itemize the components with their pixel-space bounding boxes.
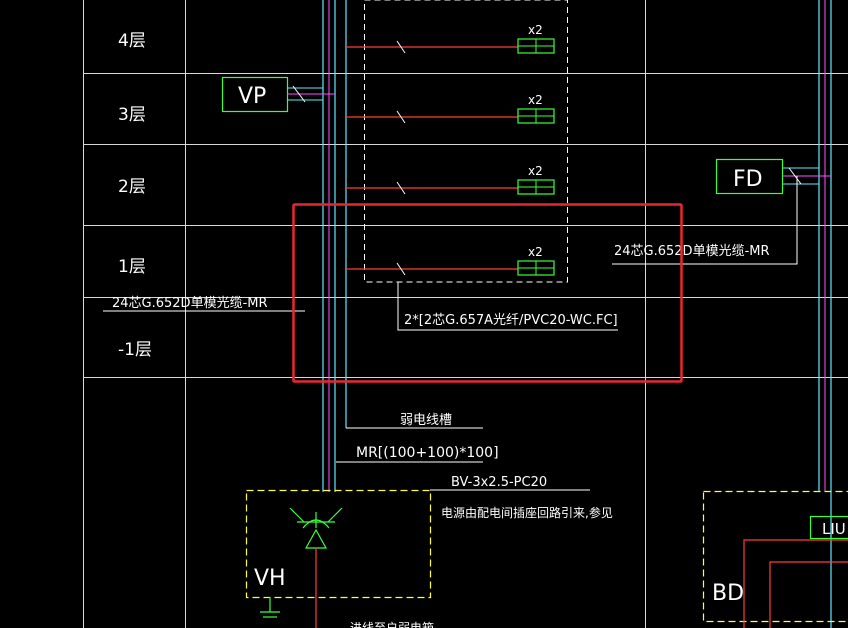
floor-label-3: 3层 [118, 105, 146, 125]
outlet-multiplier: x2 [528, 164, 543, 178]
right-backbone-label: 24芯G.652D单模光缆-MR [614, 243, 770, 259]
trunking-label: 弱电线槽 [400, 413, 452, 428]
outlet-multiplier: x2 [528, 245, 543, 259]
left-backbone-label: 24芯G.652D单模光缆-MR [112, 295, 268, 311]
floor-grid [83, 0, 848, 628]
trunking-note: 弱电线槽 MR[(100+100)*100] [336, 413, 499, 463]
vp-label: VP [238, 84, 266, 109]
floor-label-b1: -1层 [118, 340, 152, 360]
horizontal-cable-note: 2*[2芯G.657A光纤/PVC20-WC.FC] [397, 282, 618, 331]
highlight-rectangle [292, 203, 683, 383]
bottom-note: 进线至户弱电箱 [350, 620, 434, 628]
outlet-floor-2: x2 [346, 164, 555, 195]
fd-box[interactable]: FD [715, 158, 832, 195]
vp-box[interactable]: VP [221, 76, 336, 113]
horizontal-cable-label: 2*[2芯G.657A光纤/PVC20-WC.FC] [404, 313, 618, 328]
riser-lines [322, 0, 832, 628]
riser-magenta [328, 0, 826, 492]
dashed-distribution-frame [364, 0, 568, 283]
power-cable-label: BV-3x2.5-PC20 [451, 475, 547, 490]
outlet-multiplier: x2 [528, 93, 543, 107]
bd-box[interactable]: BD [702, 490, 848, 628]
trunking-size-label: MR[(100+100)*100] [356, 445, 499, 461]
bd-label: BD [712, 581, 744, 606]
floor-label-2: 2层 [118, 177, 146, 197]
outlet-floor-3: x2 [346, 93, 555, 124]
right-backbone-cable: 24芯G.652D单模光缆-MR [612, 176, 798, 265]
floor-labels: 4层 3层 2层 1层 -1层 [118, 31, 152, 360]
outlet-multiplier: x2 [528, 23, 543, 37]
outlet-floor-4: x2 [346, 23, 555, 54]
floor-label-4: 4层 [118, 31, 146, 51]
fd-label: FD [733, 167, 763, 192]
floor-label-1: 1层 [118, 257, 146, 277]
antenna-icon [289, 507, 343, 549]
power-note-label: 电源由配电间插座回路引来,参见 [441, 505, 613, 520]
left-backbone-cable: 24芯G.652D单模光缆-MR [103, 295, 305, 312]
power-cable-note: BV-3x2.5-PC20 电源由配电间插座回路引来,参见 [430, 475, 613, 520]
vh-label: VH [254, 566, 286, 591]
liu-label: LIU [822, 520, 846, 538]
outlet-feeders: x2 x2 x2 x2 [346, 23, 555, 276]
outlet-floor-1: x2 [346, 245, 555, 276]
ground-icon [260, 597, 280, 618]
bd-feeders [743, 539, 848, 628]
vh-box[interactable]: VH [245, 489, 432, 628]
liu-box[interactable]: LIU [809, 515, 848, 540]
